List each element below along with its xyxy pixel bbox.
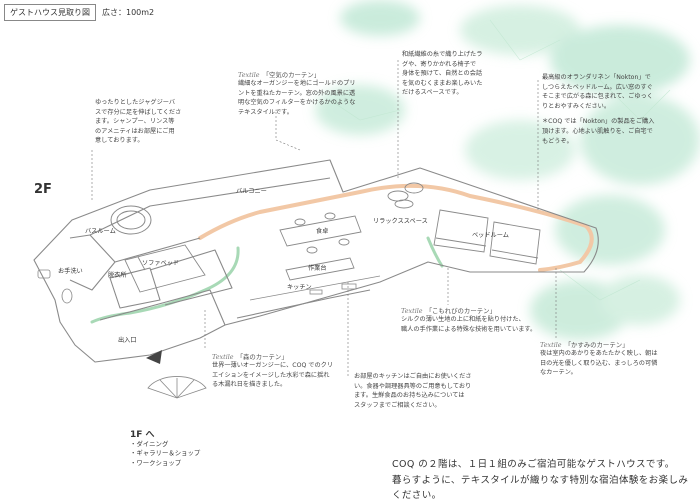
room-label-toilet: お手洗い <box>58 268 83 275</box>
note-relax: 和紙繊維の糸で織り上げたラ グや、寄りかかれる椅子で 身体を預けて、自然との会話… <box>402 51 483 97</box>
green-curtain-right <box>426 236 444 268</box>
orange-curtain-line <box>198 183 594 272</box>
room-label-worktable: 作業台 <box>308 265 327 272</box>
note-bath: ゆったりとしたジャグジーバ スで存分に足を伸ばしてくださ ます。シャンプー、リン… <box>95 99 182 145</box>
bottom-message: COQ の２階は、１日１組のみご宿泊可能なゲストハウスです。 暮らすように、テキ… <box>392 459 689 502</box>
header-area: 広さ：100m2 <box>102 7 155 17</box>
header-title: ゲストハウス見取り図 <box>4 3 96 21</box>
worktable-shape <box>285 257 355 281</box>
toilet-fixtures <box>37 269 73 304</box>
first-floor-link[interactable]: 1F へ ・ダイニング ・ギャラリー＆ショップ ・ワークショップ <box>130 427 240 468</box>
room-label-bedroom: ベッドルーム <box>472 232 509 239</box>
beds <box>433 209 541 265</box>
note-bedding: 最高級のオランダリネン「Nokton」で しつらえたベッドルーム。広い窓のすぐ … <box>542 74 655 145</box>
room-label-relax-space: リラックススペース <box>373 218 428 225</box>
room-label-bathroom: バスルーム <box>85 228 116 235</box>
textile-note-haze: Textile「かすみのカーテン」 夜は室内のあかりをあたたかく映し、朝は 日の… <box>540 341 658 377</box>
leader-lines <box>91 60 557 378</box>
first-floor-item: ・ワークショップ <box>130 458 182 467</box>
note-kitchen: お部屋のキッチンはご自由にお使いくださ い。食器や調理器具等のご用意もしており … <box>354 373 472 409</box>
room-label-kitchen: キッチン <box>287 284 312 291</box>
header: ゲストハウス見取り図 広さ：100m2 <box>4 3 222 21</box>
foliage-watercolor <box>315 0 700 340</box>
room-label-dining-table: 食卓 <box>316 228 329 235</box>
bathtub <box>110 205 152 235</box>
textile-note-forest: Textile「森のカーテン」 世界一薄いオーガンジーに、COQ でのクリ エイ… <box>212 353 334 389</box>
floor-label: 2F <box>34 182 52 197</box>
room-label-entrance: 出入口 <box>118 337 137 344</box>
textile-note-komorebi: Textile「こもれびのカーテン」 シルクの薄い生地の上に和紙を貼り付けた、 … <box>401 307 537 333</box>
relax-cushions <box>387 182 424 209</box>
entrance-arrow <box>146 350 162 364</box>
room-label-balcony: バルコニー <box>236 188 267 195</box>
first-floor-label: 1F へ <box>130 430 155 440</box>
walls <box>33 159 599 363</box>
dining-table-shape <box>279 212 362 254</box>
first-floor-item: ・ダイニング <box>130 440 169 448</box>
foliage-lines <box>329 19 671 301</box>
first-floor-item: ・ギャラリー＆ショップ <box>130 449 201 458</box>
sofa-bed-shape <box>124 244 206 293</box>
stair-to-1f <box>147 376 207 399</box>
room-label-dressing-room: 脱衣所 <box>108 272 127 279</box>
textile-note-air: Textile「空気のカーテン」 繊細なオーガンジーを地にゴールドのプリ ントを… <box>238 71 356 116</box>
room-label-sofa-bed: ソファベッド <box>142 260 180 267</box>
kitchen-counter <box>249 275 381 301</box>
